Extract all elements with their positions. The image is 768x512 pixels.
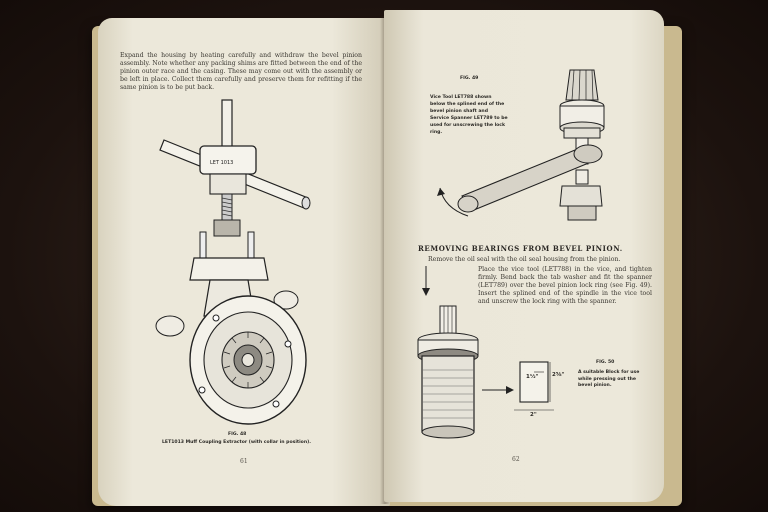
dimension-height: 2⅝": [552, 372, 565, 378]
intro-line: Remove the oil seal with the oil seal ho…: [428, 256, 621, 263]
vice-tool-and-spanner-illustration: [417, 69, 605, 439]
left-page: Expand the housing by heating carefully …: [98, 18, 390, 506]
fig48-caption: LET1013 Muff Coupling Extractor (with co…: [162, 440, 311, 445]
left-page-paragraph: Expand the housing by heating carefully …: [120, 52, 362, 91]
drawing-label: LET 1013: [210, 160, 233, 166]
right-page-paragraph: Place the vice tool (LET788) in the vice…: [478, 266, 652, 305]
right-page: FIG. 49 Vice Tool LET788 shown below the…: [384, 10, 664, 502]
open-book: Expand the housing by heating carefully …: [78, 6, 690, 506]
section-heading: REMOVING BEARINGS FROM BEVEL PINION.: [418, 244, 623, 253]
fig50-caption: A suitable Block for use while pressing …: [578, 370, 640, 388]
fig49-caption: Vice Tool LET788 shown below the splined…: [430, 95, 508, 135]
fig48-label: FIG. 48: [228, 432, 247, 437]
muff-coupling-extractor-illustration: LET 1013: [155, 99, 311, 425]
dimension-width: 1½": [526, 374, 539, 380]
dimension-length: 2": [530, 412, 537, 418]
fig50-label: FIG. 50: [596, 360, 615, 365]
left-page-number: 61: [240, 458, 248, 465]
fig49-label: FIG. 49: [460, 76, 479, 81]
right-page-number: 62: [512, 456, 520, 463]
